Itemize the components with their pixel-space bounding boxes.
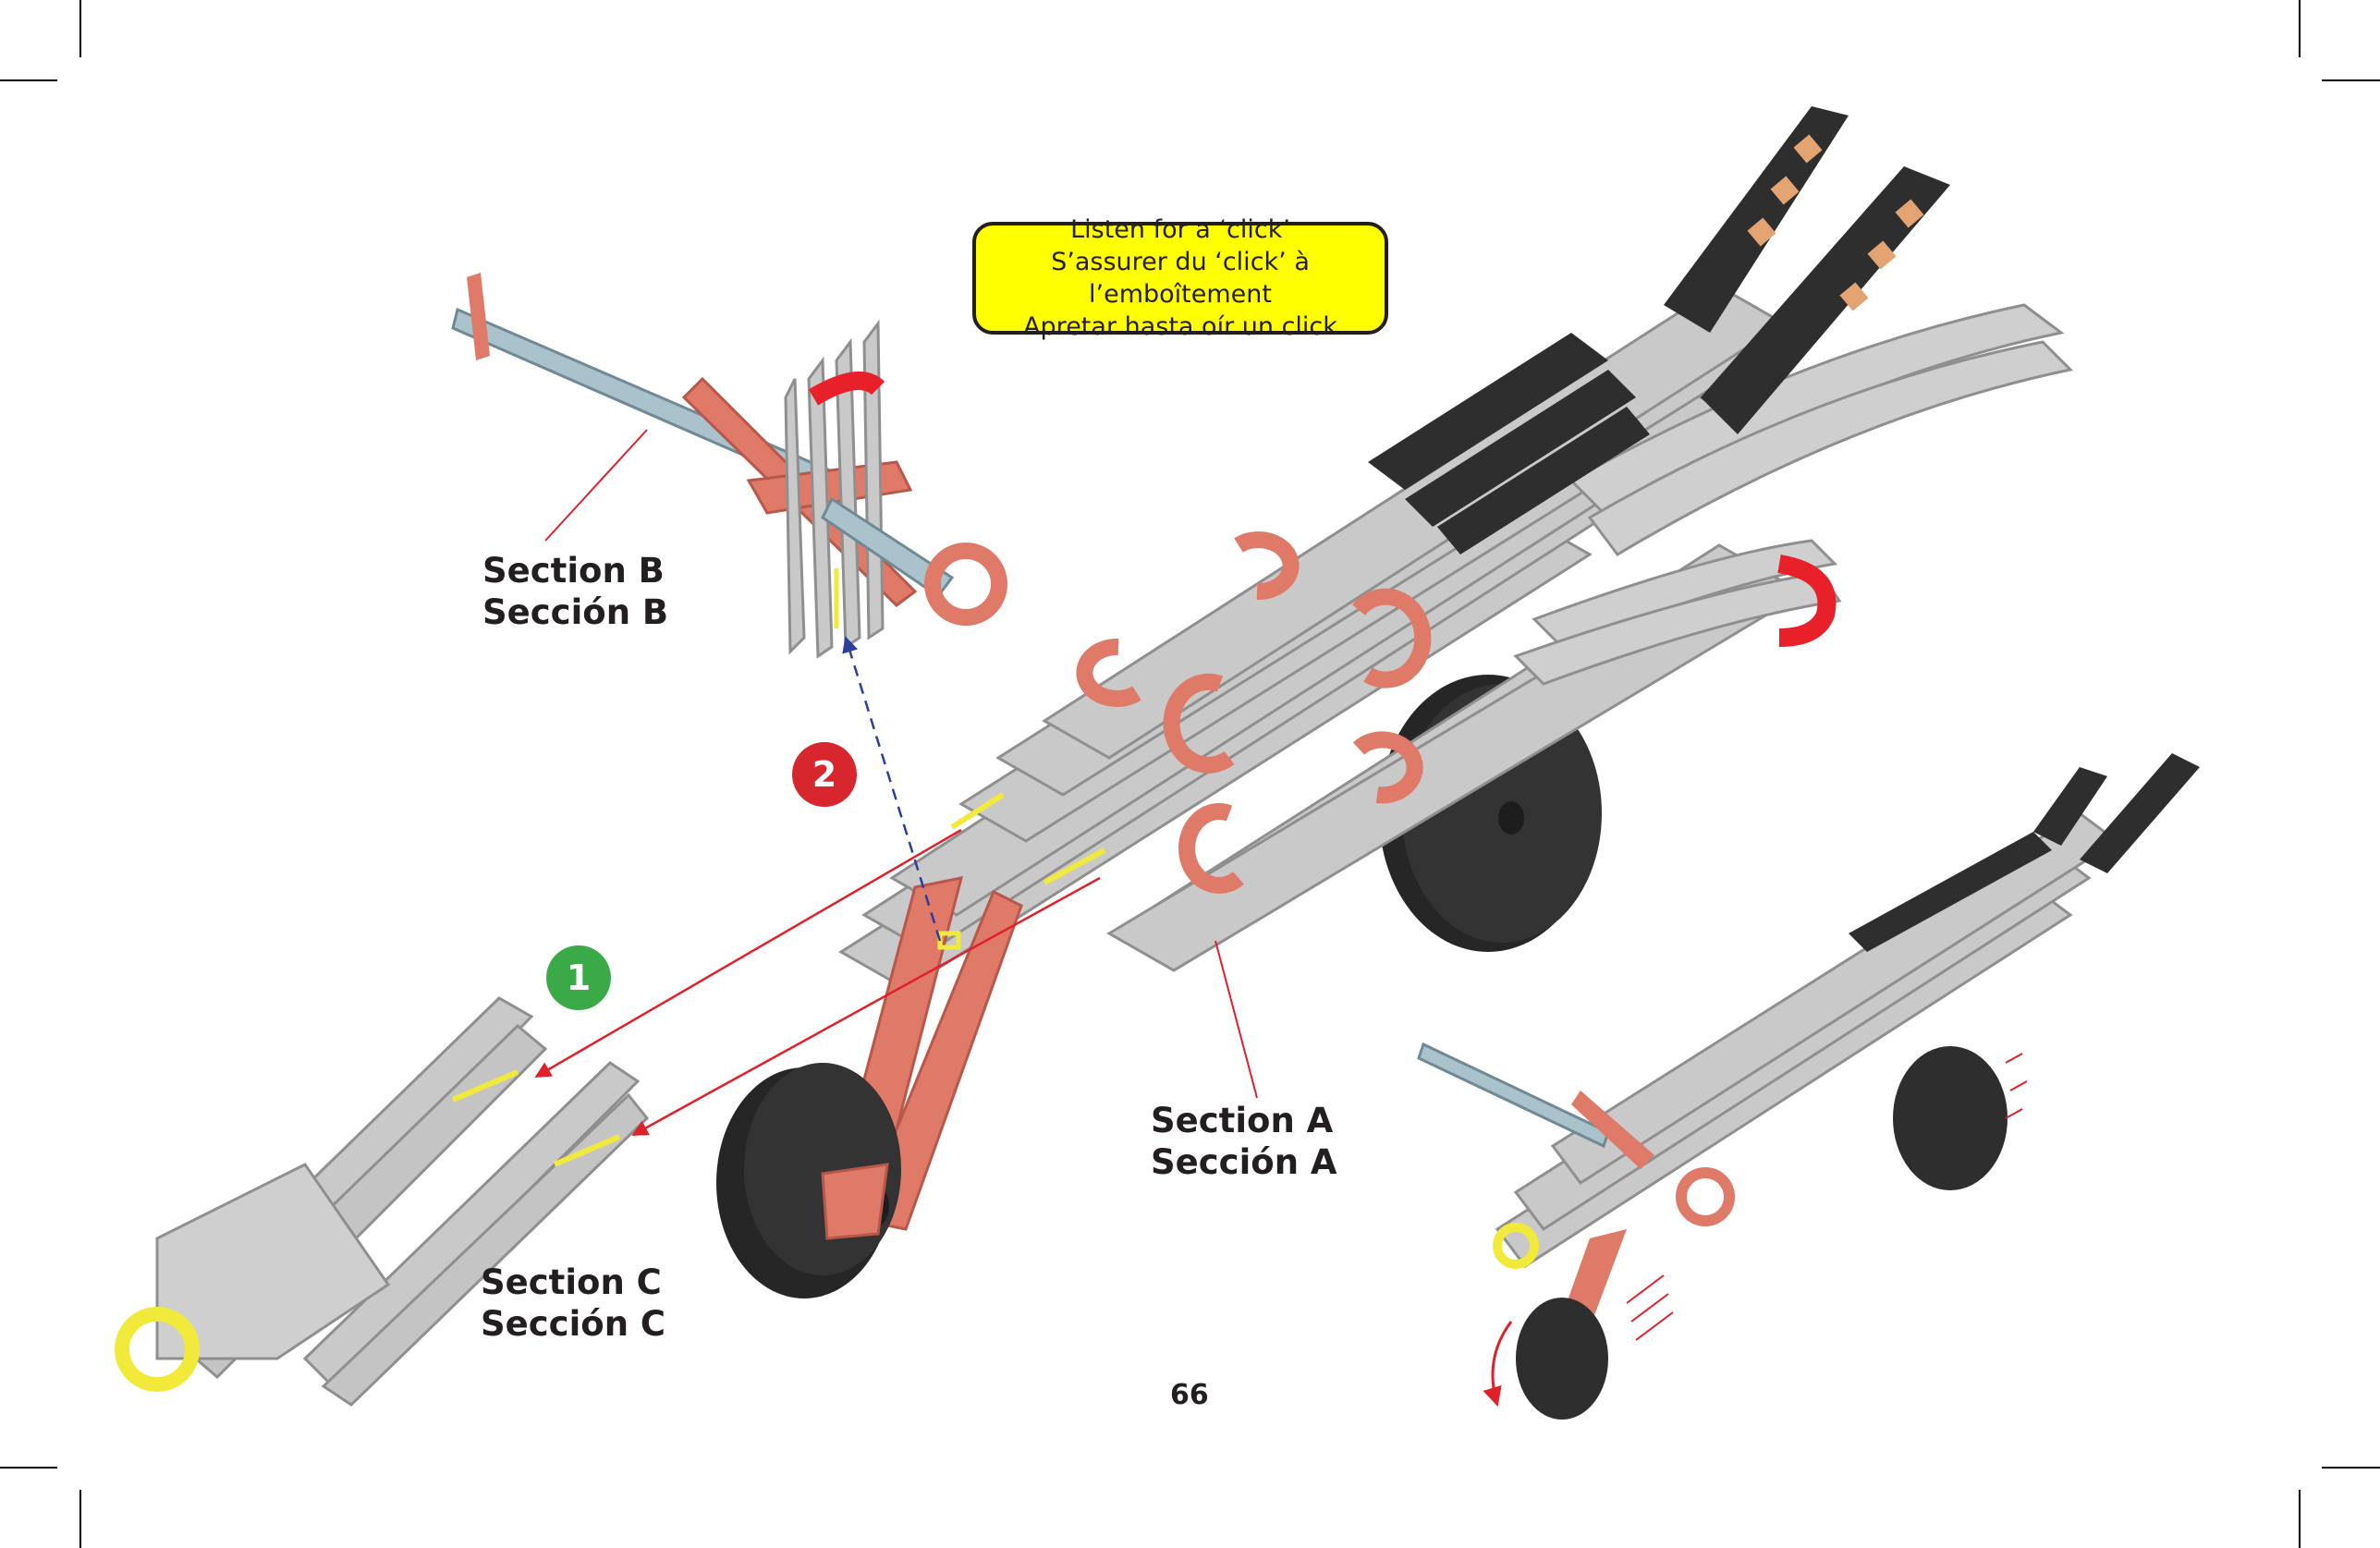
step-1-number: 1 — [566, 957, 592, 998]
section-c-label: Section C Sección C — [481, 1262, 665, 1345]
crop-mark-bottom-left-h — [0, 1467, 57, 1469]
crop-mark-bottom-right-v — [2299, 1490, 2301, 1548]
crop-mark-top-left-h — [0, 79, 57, 81]
crop-mark-top-right-h — [2322, 79, 2380, 81]
notice-line-fr: S’assurer du ‘click’ à l’emboîtement — [1051, 248, 1310, 309]
notice-line-en: Listen for a ‘click’ — [1070, 215, 1290, 244]
section-a-label: Section A Sección A — [1151, 1100, 1337, 1183]
fork-foot — [821, 1163, 889, 1240]
section-b-label-es: Sección B — [482, 592, 669, 632]
step-2-badge: 2 — [792, 742, 857, 807]
section-a-label-es: Sección A — [1151, 1142, 1337, 1182]
arrow-section-c-upper — [534, 828, 962, 1079]
black-handles — [1664, 106, 1950, 434]
notice-line-es: Apretar hasta oír un click — [1023, 312, 1337, 341]
black-top-plates — [1368, 333, 1650, 555]
leader-section-a — [1214, 940, 1258, 1099]
section-c-label-es: Sección C — [481, 1304, 666, 1344]
arrow-section-c-lower — [631, 876, 1101, 1137]
completed-model-preview — [1417, 753, 2200, 1420]
section-a-label-en: Section A — [1151, 1101, 1334, 1140]
crop-mark-bottom-right-h — [2322, 1467, 2380, 1469]
red-clip-rear — [1777, 555, 1837, 647]
click-notice-box: Listen for a ‘click’ S’assurer du ‘click… — [972, 215, 1388, 341]
section-b-model — [451, 273, 1007, 659]
section-b-label: Section B Sección B — [482, 550, 668, 633]
section-c-model — [115, 996, 650, 1407]
page-number: 66 — [1170, 1379, 1209, 1411]
crop-mark-top-right-v — [2299, 0, 2301, 57]
step-2-number: 2 — [812, 754, 837, 795]
leader-section-b — [544, 429, 648, 542]
crop-mark-top-left-v — [79, 0, 81, 57]
section-b-label-en: Section B — [482, 551, 665, 591]
section-c-label-en: Section C — [481, 1262, 662, 1302]
crop-mark-bottom-left-v — [79, 1490, 81, 1548]
arrow-section-b — [842, 636, 942, 942]
step-1-badge: 1 — [546, 945, 611, 1010]
ring-clips — [1076, 531, 1432, 894]
section-a-model — [716, 106, 2074, 1298]
